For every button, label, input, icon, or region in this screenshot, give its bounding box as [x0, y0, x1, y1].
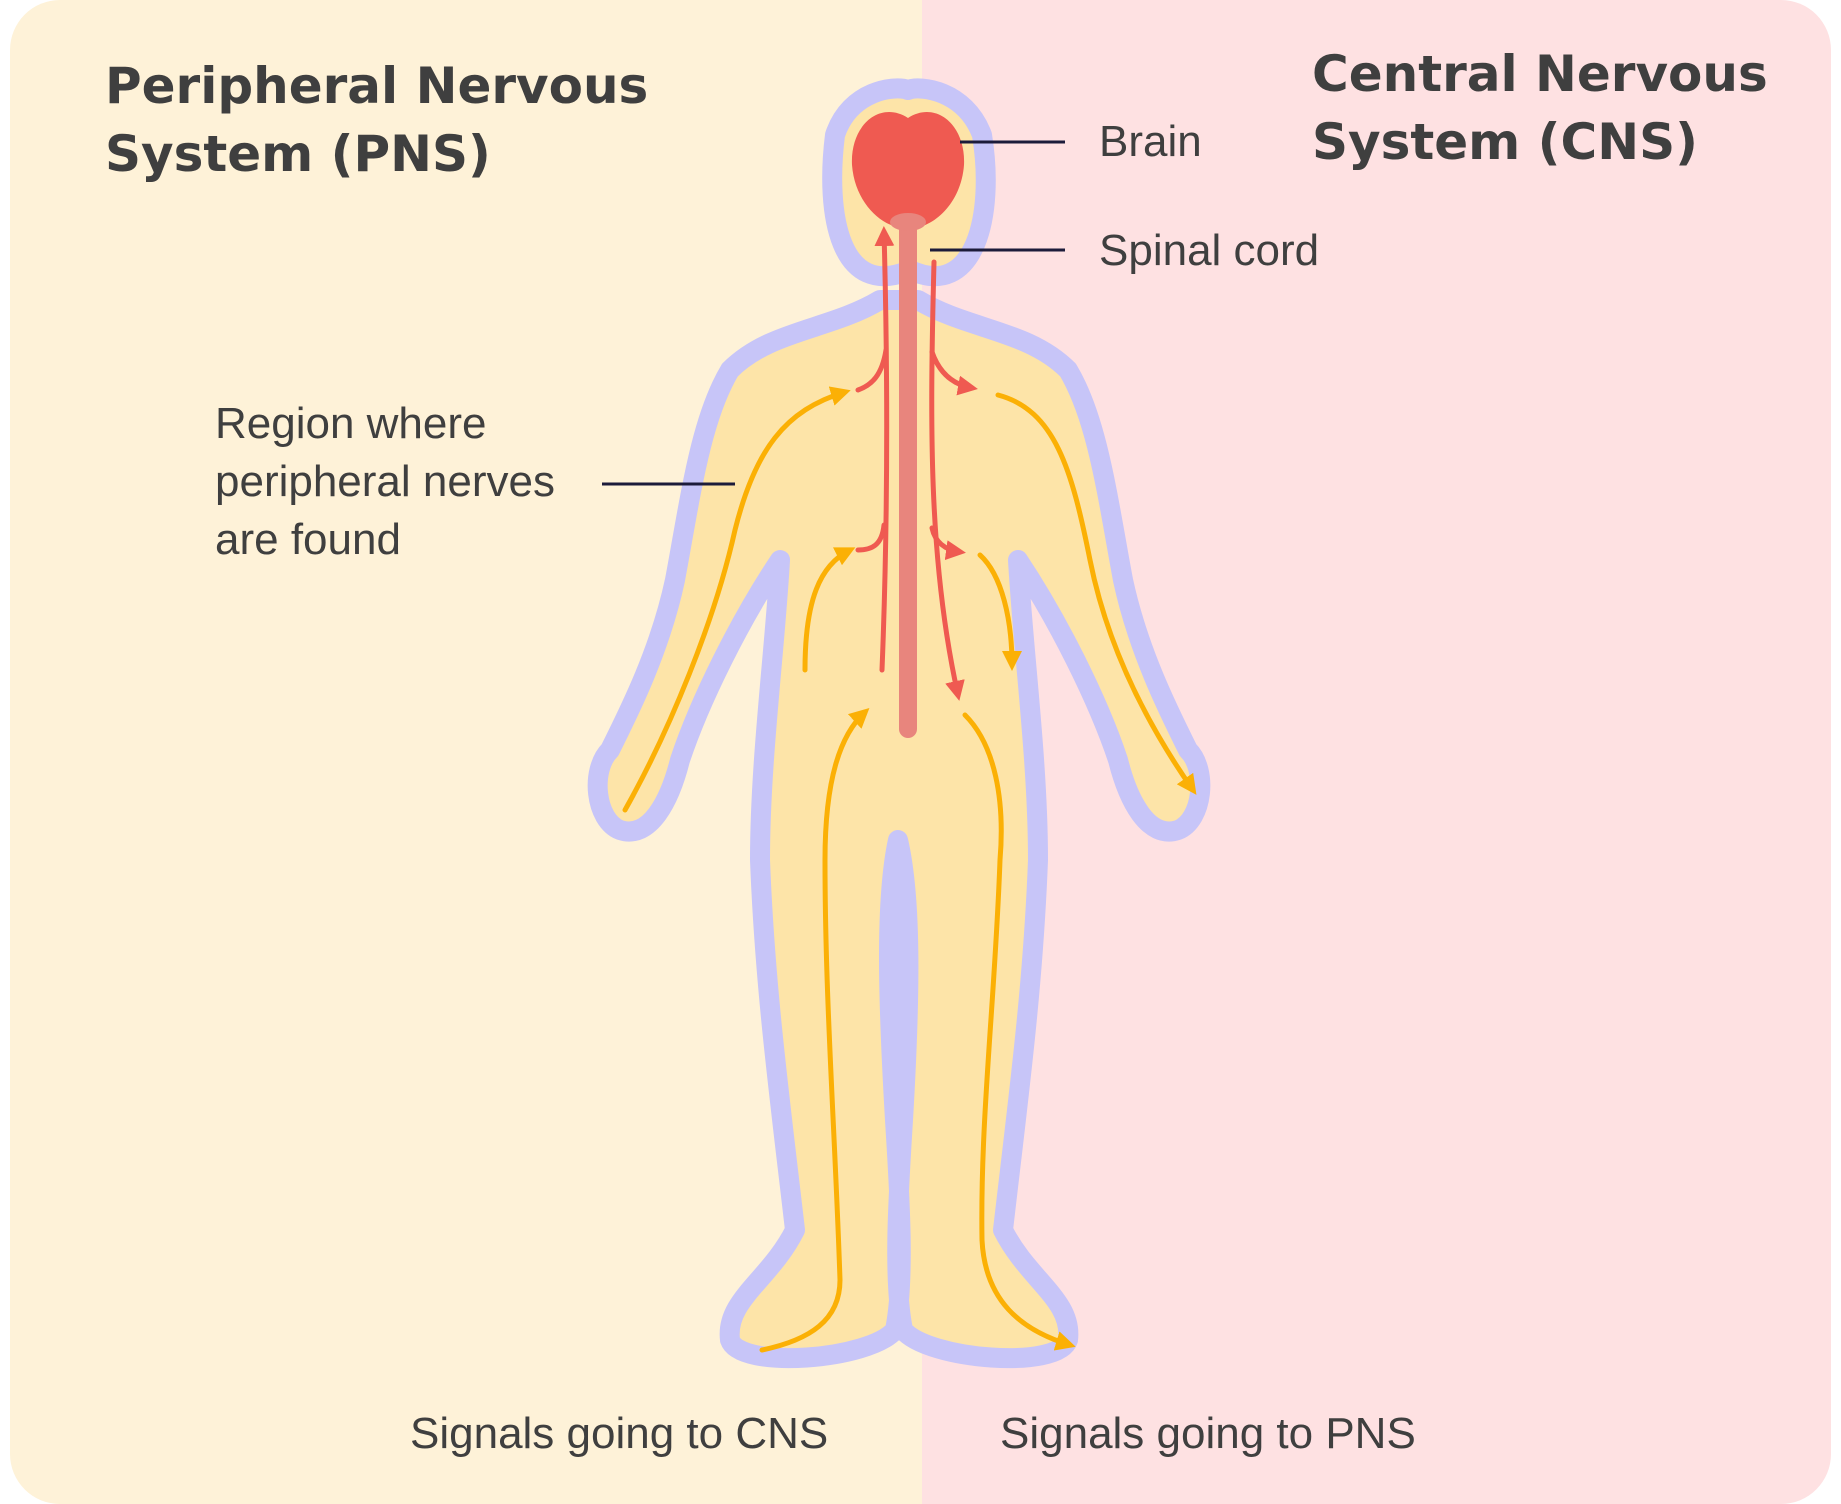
diagram-frame: Peripheral Nervous System (PNS) Central …: [10, 0, 1831, 1504]
signals-to-cns-arrows: [622, 386, 1197, 1353]
cns-heading: Central Nervous System (CNS): [1312, 45, 1768, 171]
cns-panel: [922, 0, 1831, 1504]
red-branch-waist-left: [855, 522, 887, 553]
signals-to-pns-label: Signals going to PNS: [1000, 1409, 1416, 1458]
red-branch-shoulder-left: [855, 347, 889, 393]
brain-label: Brain: [1099, 117, 1202, 166]
red-branch-waist-right: [929, 525, 966, 561]
spinal-cord-label: Spinal cord: [1099, 226, 1320, 275]
signals-to-pns-arrows: [855, 226, 978, 701]
orange-arrow-left-waist: [802, 547, 856, 673]
red-branch-shoulder-right: [929, 349, 978, 396]
nervous-system-illustration: [587, 78, 1211, 1369]
leader-lines: [602, 140, 1065, 486]
pns-heading: Peripheral Nervous System (PNS): [105, 57, 649, 183]
orange-arrow-right-waist: [977, 552, 1022, 671]
red-arrow-descending: [929, 259, 965, 701]
signals-to-cns-label: Signals going to CNS: [410, 1409, 829, 1458]
spinal-cord-illustration: [890, 213, 926, 738]
orange-arrow-right-leg: [962, 712, 1076, 1351]
orange-arrow-left-leg: [759, 707, 870, 1353]
orange-arrow-left-arm: [622, 386, 851, 813]
brain-illustration: [851, 112, 965, 229]
peripheral-region-label: Region where peripheral nerves are found: [215, 399, 555, 564]
orange-arrow-right-arm: [995, 392, 1197, 795]
red-arrow-ascending: [874, 226, 895, 673]
